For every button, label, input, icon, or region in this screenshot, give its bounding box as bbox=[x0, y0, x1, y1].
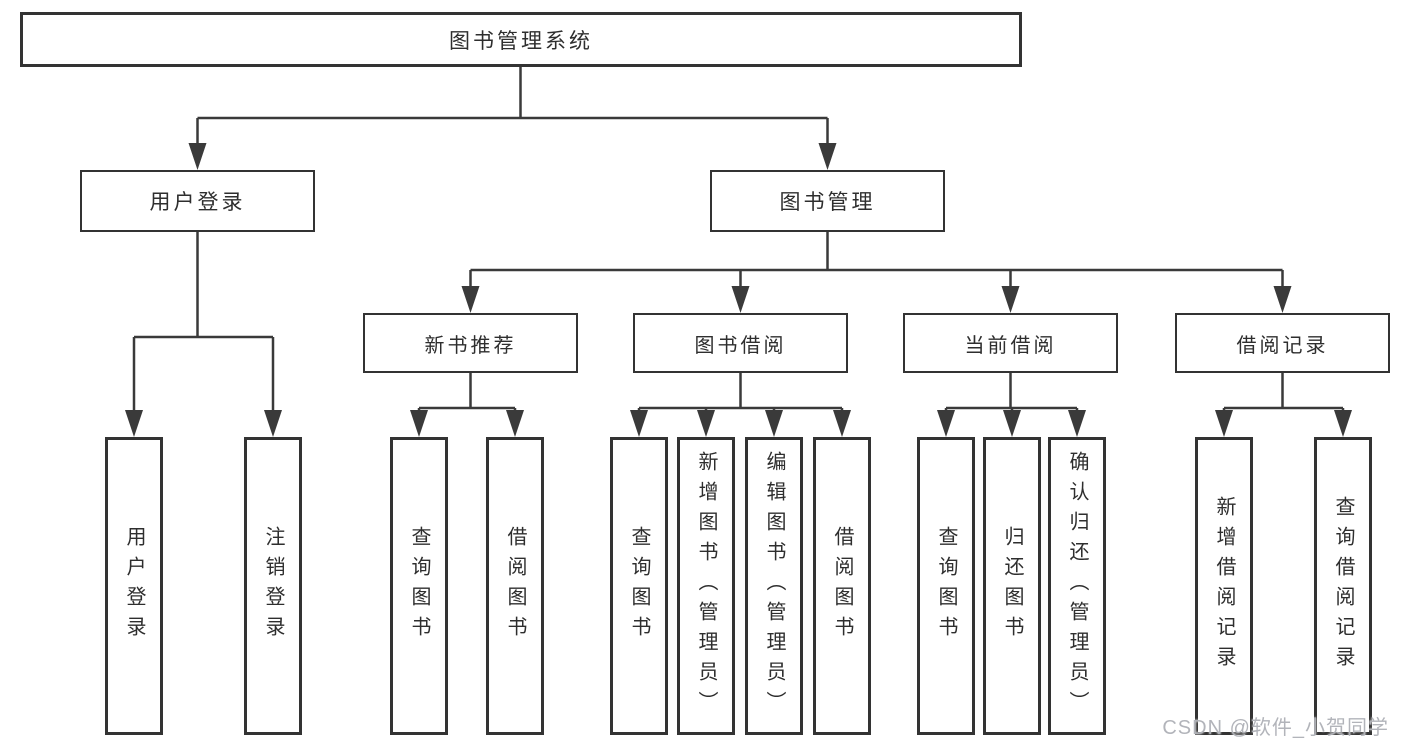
leaf-user-login: 用户登录 bbox=[105, 437, 163, 735]
leaf-query-borrow-record: 查询借阅记录 bbox=[1314, 437, 1372, 735]
leaf-add-books-admin: 新增图书（管理员） bbox=[677, 437, 735, 735]
node-borrowing-records-label: 借阅记录 bbox=[1236, 334, 1329, 357]
leaf-logout: 注销登录 bbox=[244, 437, 302, 735]
leaf-query-books-2-label: 查询图书 bbox=[628, 526, 650, 646]
leaf-borrow-books-2-label: 借阅图书 bbox=[831, 526, 853, 646]
node-user-login-label: 用户登录 bbox=[149, 191, 246, 214]
leaf-query-borrow-record-label: 查询借阅记录 bbox=[1332, 496, 1354, 676]
leaf-add-books-admin-label: 新增图书（管理员） bbox=[695, 451, 717, 721]
leaf-add-borrow-record-label: 新增借阅记录 bbox=[1213, 496, 1235, 676]
leaf-edit-books-admin: 编辑图书（管理员） bbox=[745, 437, 803, 735]
node-borrowing-records: 借阅记录 bbox=[1175, 313, 1390, 373]
arrowhead bbox=[1273, 286, 1292, 313]
node-root-system: 图书管理系统 bbox=[20, 12, 1022, 67]
node-current-borrowing-label: 当前借阅 bbox=[964, 334, 1057, 357]
arrowhead bbox=[630, 410, 648, 437]
arrowhead bbox=[506, 410, 524, 437]
arrowhead bbox=[1068, 410, 1086, 437]
leaf-query-books-3: 查询图书 bbox=[917, 437, 975, 735]
arrowhead bbox=[731, 286, 750, 313]
leaf-logout-label: 注销登录 bbox=[262, 526, 284, 646]
connector-book-mgmt-to-level3 bbox=[469, 232, 1284, 287]
node-book-management-label: 图书管理 bbox=[779, 191, 876, 214]
node-root-label: 图书管理系统 bbox=[449, 29, 593, 53]
leaf-query-books-1: 查询图书 bbox=[390, 437, 448, 735]
csdn-watermark: CSDN @软件_小贺同学 bbox=[1162, 717, 1389, 739]
node-new-book-recommendation-label: 新书推荐 bbox=[424, 334, 517, 357]
leaf-borrow-books-2: 借阅图书 bbox=[813, 437, 871, 735]
arrowhead bbox=[1215, 410, 1233, 437]
leaf-user-login-label: 用户登录 bbox=[123, 526, 145, 646]
connector-new-book-rec-to-leaves bbox=[417, 373, 517, 412]
connector-borrow-record-to-leaves bbox=[1222, 373, 1345, 412]
arrowhead bbox=[264, 410, 282, 437]
connector-user-login-to-leaves bbox=[132, 232, 275, 411]
node-book-management: 图书管理 bbox=[710, 170, 945, 232]
leaf-return-books-label: 归还图书 bbox=[1001, 526, 1023, 646]
leaf-confirm-return-admin-label: 确认归还（管理员） bbox=[1066, 451, 1088, 721]
arrowhead bbox=[1001, 286, 1020, 313]
arrowhead bbox=[188, 143, 207, 170]
leaf-return-books: 归还图书 bbox=[983, 437, 1041, 735]
arrowhead bbox=[410, 410, 428, 437]
arrowhead bbox=[765, 410, 783, 437]
leaf-edit-books-admin-label: 编辑图书（管理员） bbox=[763, 451, 785, 721]
node-user-login: 用户登录 bbox=[80, 170, 315, 232]
node-current-borrowing: 当前借阅 bbox=[903, 313, 1118, 373]
leaf-query-books-1-label: 查询图书 bbox=[408, 526, 430, 646]
leaf-add-borrow-record: 新增借阅记录 bbox=[1195, 437, 1253, 735]
connector-current-borrow-to-leaves bbox=[944, 373, 1079, 412]
arrowhead bbox=[1003, 410, 1021, 437]
arrowhead bbox=[697, 410, 715, 437]
arrowhead bbox=[937, 410, 955, 437]
leaf-borrow-books-1: 借阅图书 bbox=[486, 437, 544, 735]
leaf-query-books-2: 查询图书 bbox=[610, 437, 668, 735]
leaf-borrow-books-1-label: 借阅图书 bbox=[504, 526, 526, 646]
arrowhead bbox=[125, 410, 143, 437]
arrowhead bbox=[461, 286, 480, 313]
node-new-book-recommendation: 新书推荐 bbox=[363, 313, 578, 373]
leaf-confirm-return-admin: 确认归还（管理员） bbox=[1048, 437, 1106, 735]
node-book-borrowing: 图书借阅 bbox=[633, 313, 848, 373]
connector-root-to-level2 bbox=[196, 67, 829, 144]
node-book-borrowing-label: 图书借阅 bbox=[694, 334, 787, 357]
arrowhead bbox=[818, 143, 837, 170]
leaf-query-books-3-label: 查询图书 bbox=[935, 526, 957, 646]
connector-book-borrow-to-leaves bbox=[637, 373, 844, 412]
arrowhead bbox=[1334, 410, 1352, 437]
arrowhead bbox=[833, 410, 851, 437]
